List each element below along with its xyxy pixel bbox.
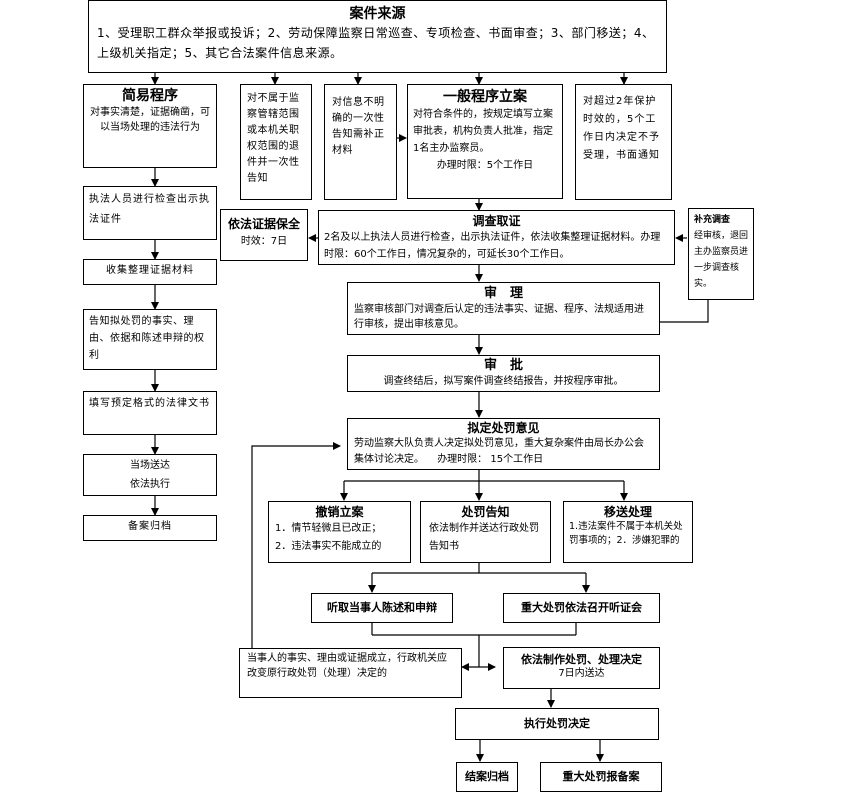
- revoke-case-item-1: 1．情节轻微且已改正；: [275, 523, 382, 534]
- simple-step-deliver-line1: 当场送达: [130, 460, 170, 471]
- review-title: 审 理: [483, 286, 523, 301]
- penalty-opinion-deadline: 办理时限： 15个工作日: [437, 454, 544, 465]
- simple-step-archive: 备案归档: [83, 515, 217, 541]
- simple-step-inform: 告知拟处罚的事实、理由、依据和陈述申辩的权利: [83, 309, 217, 370]
- penalty-opinion-box: 拟定处罚意见 劳动监察大队负责人决定拟处罚意见，重大复杂案件由局长办公会集体讨论…: [347, 418, 660, 470]
- general-procedure-body: 对符合条件的，按规定填写立案审批表，机构负责人批准，指定1名主办监察员。: [413, 109, 553, 154]
- transfer-body: 1.违法案件不属于本机关处罚事项的；2．涉嫌犯罪的: [569, 521, 683, 546]
- simple-step-deliver: 当场送达 依法执行: [83, 454, 217, 496]
- simple-step-document: 填写预定格式的法律文书: [83, 391, 217, 435]
- simple-step-collect: 收集整理证据材料: [83, 259, 217, 285]
- unclear-info-box: 对信息不明确的一次性告知需补正材料: [324, 84, 397, 200]
- investigate-body: 2名及以上执法人员进行检查，出示执法证件，依法收集整理证据材料。办理时限：60个…: [324, 232, 661, 260]
- transfer-box: 移送处理 1.违法案件不属于本机关处罚事项的；2．涉嫌犯罪的: [563, 501, 693, 563]
- change-decision-box: 当事人的事实、理由或证据成立，行政机关应改变原行政处罚（处理）决定的: [239, 648, 462, 698]
- investigate-box: 调查取证 2名及以上执法人员进行检查，出示执法证件，依法收集整理证据材料。办理时…: [318, 210, 675, 265]
- approve-body: 调查终结后，拟写案件调查终结报告，并按程序审批。: [383, 376, 624, 387]
- supplement-investigation-title: 补充调查: [694, 215, 731, 225]
- supplement-investigation-body: 经审核，退回主办监察员进一步调查核实。: [694, 231, 749, 289]
- review-body: 监察审核部门对调查后认定的违法事实、证据、程序、法规适用进行审核，提出审核意见。: [354, 304, 644, 330]
- case-source-box: 案件来源 1、受理职工群众举报或投诉；2、劳动保障监察日常巡查、专项检查、书面审…: [88, 0, 667, 73]
- hear-statement-box: 听取当事人陈述和申辩: [311, 593, 453, 623]
- transfer-title: 移送处理: [603, 505, 652, 519]
- execute-decision-box: 执行处罚决定: [455, 708, 659, 740]
- approve-title: 审 批: [483, 358, 523, 373]
- not-jurisdiction-box: 对不属于监察管辖范围或本机关职权范围的退件并一次性告知: [240, 84, 312, 200]
- penalty-opinion-title: 拟定处罚意见: [467, 421, 540, 435]
- simple-step-deliver-line2: 依法执行: [130, 479, 170, 490]
- case-source-title: 案件来源: [349, 6, 406, 22]
- penalty-notice-title: 处罚告知: [461, 505, 510, 519]
- revoke-case-box: 撤销立案 1．情节轻微且已改正； 2．违法事实不能成立的: [268, 501, 411, 563]
- penalty-notice-box: 处罚告知 依法制作并送达行政处罚告知书: [420, 501, 551, 563]
- simple-procedure-body: 对事实清楚，证据确凿，可以当场处理的违法行为: [90, 107, 210, 133]
- simple-step-inspect: 执法人员进行检查出示执法证件: [83, 186, 217, 240]
- decision-body: 7日内送达: [558, 668, 605, 679]
- close-archive-box: 结案归档: [456, 762, 518, 792]
- decision-box: 依法制作处罚、处理决定 7日内送达: [503, 647, 660, 689]
- simple-procedure-box: 简易程序 对事实清楚，证据确凿，可以当场处理的违法行为: [83, 84, 217, 168]
- case-source-body: 1、受理职工群众举报或投诉；2、劳动保障监察日常巡查、专项检查、书面审查；3、部…: [97, 26, 655, 60]
- investigate-title: 调查取证: [472, 214, 521, 228]
- preserve-evidence-box: 依法证据保全 时效：7日: [220, 209, 308, 261]
- revoke-case-item-2: 2．违法事实不能成立的: [275, 541, 382, 552]
- preserve-evidence-body: 时效：7日: [240, 236, 288, 247]
- major-penalty-report-box: 重大处罚报备案: [540, 762, 662, 792]
- general-procedure-title: 一般程序立案: [443, 89, 527, 105]
- revoke-case-title: 撤销立案: [315, 505, 364, 519]
- approve-box: 审 批 调查终结后，拟写案件调查终结报告，并按程序审批。: [347, 355, 660, 392]
- review-box: 审 理 监察审核部门对调查后认定的违法事实、证据、程序、法规适用进行审核，提出审…: [347, 282, 660, 335]
- penalty-opinion-text: 劳动监察大队负责人决定拟处罚意见，重大复杂案件由局长办公会集体讨论决定。: [354, 438, 644, 465]
- simple-procedure-title: 简易程序: [122, 88, 178, 104]
- hearing-box: 重大处罚依法召开听证会: [503, 593, 660, 623]
- decision-title: 依法制作处罚、处理决定: [521, 653, 642, 666]
- penalty-opinion-body: 劳动监察大队负责人决定拟处罚意见，重大复杂案件由局长办公会集体讨论决定。 办理时…: [354, 436, 653, 468]
- preserve-evidence-title: 依法证据保全: [227, 217, 300, 231]
- supplement-investigation-box: 补充调查 经审核，退回主办监察员进一步调查核实。: [688, 208, 754, 300]
- penalty-notice-body: 依法制作并送达行政处罚告知书: [429, 523, 539, 552]
- general-procedure-box: 一般程序立案 对符合条件的，按规定填写立案审批表，机构负责人批准，指定1名主办监…: [407, 84, 563, 199]
- expired-box: 对超过2年保护时效的，5个工作日内决定不予受理，书面通知: [575, 84, 672, 200]
- general-procedure-deadline: 办理时限：5个工作日: [436, 160, 534, 171]
